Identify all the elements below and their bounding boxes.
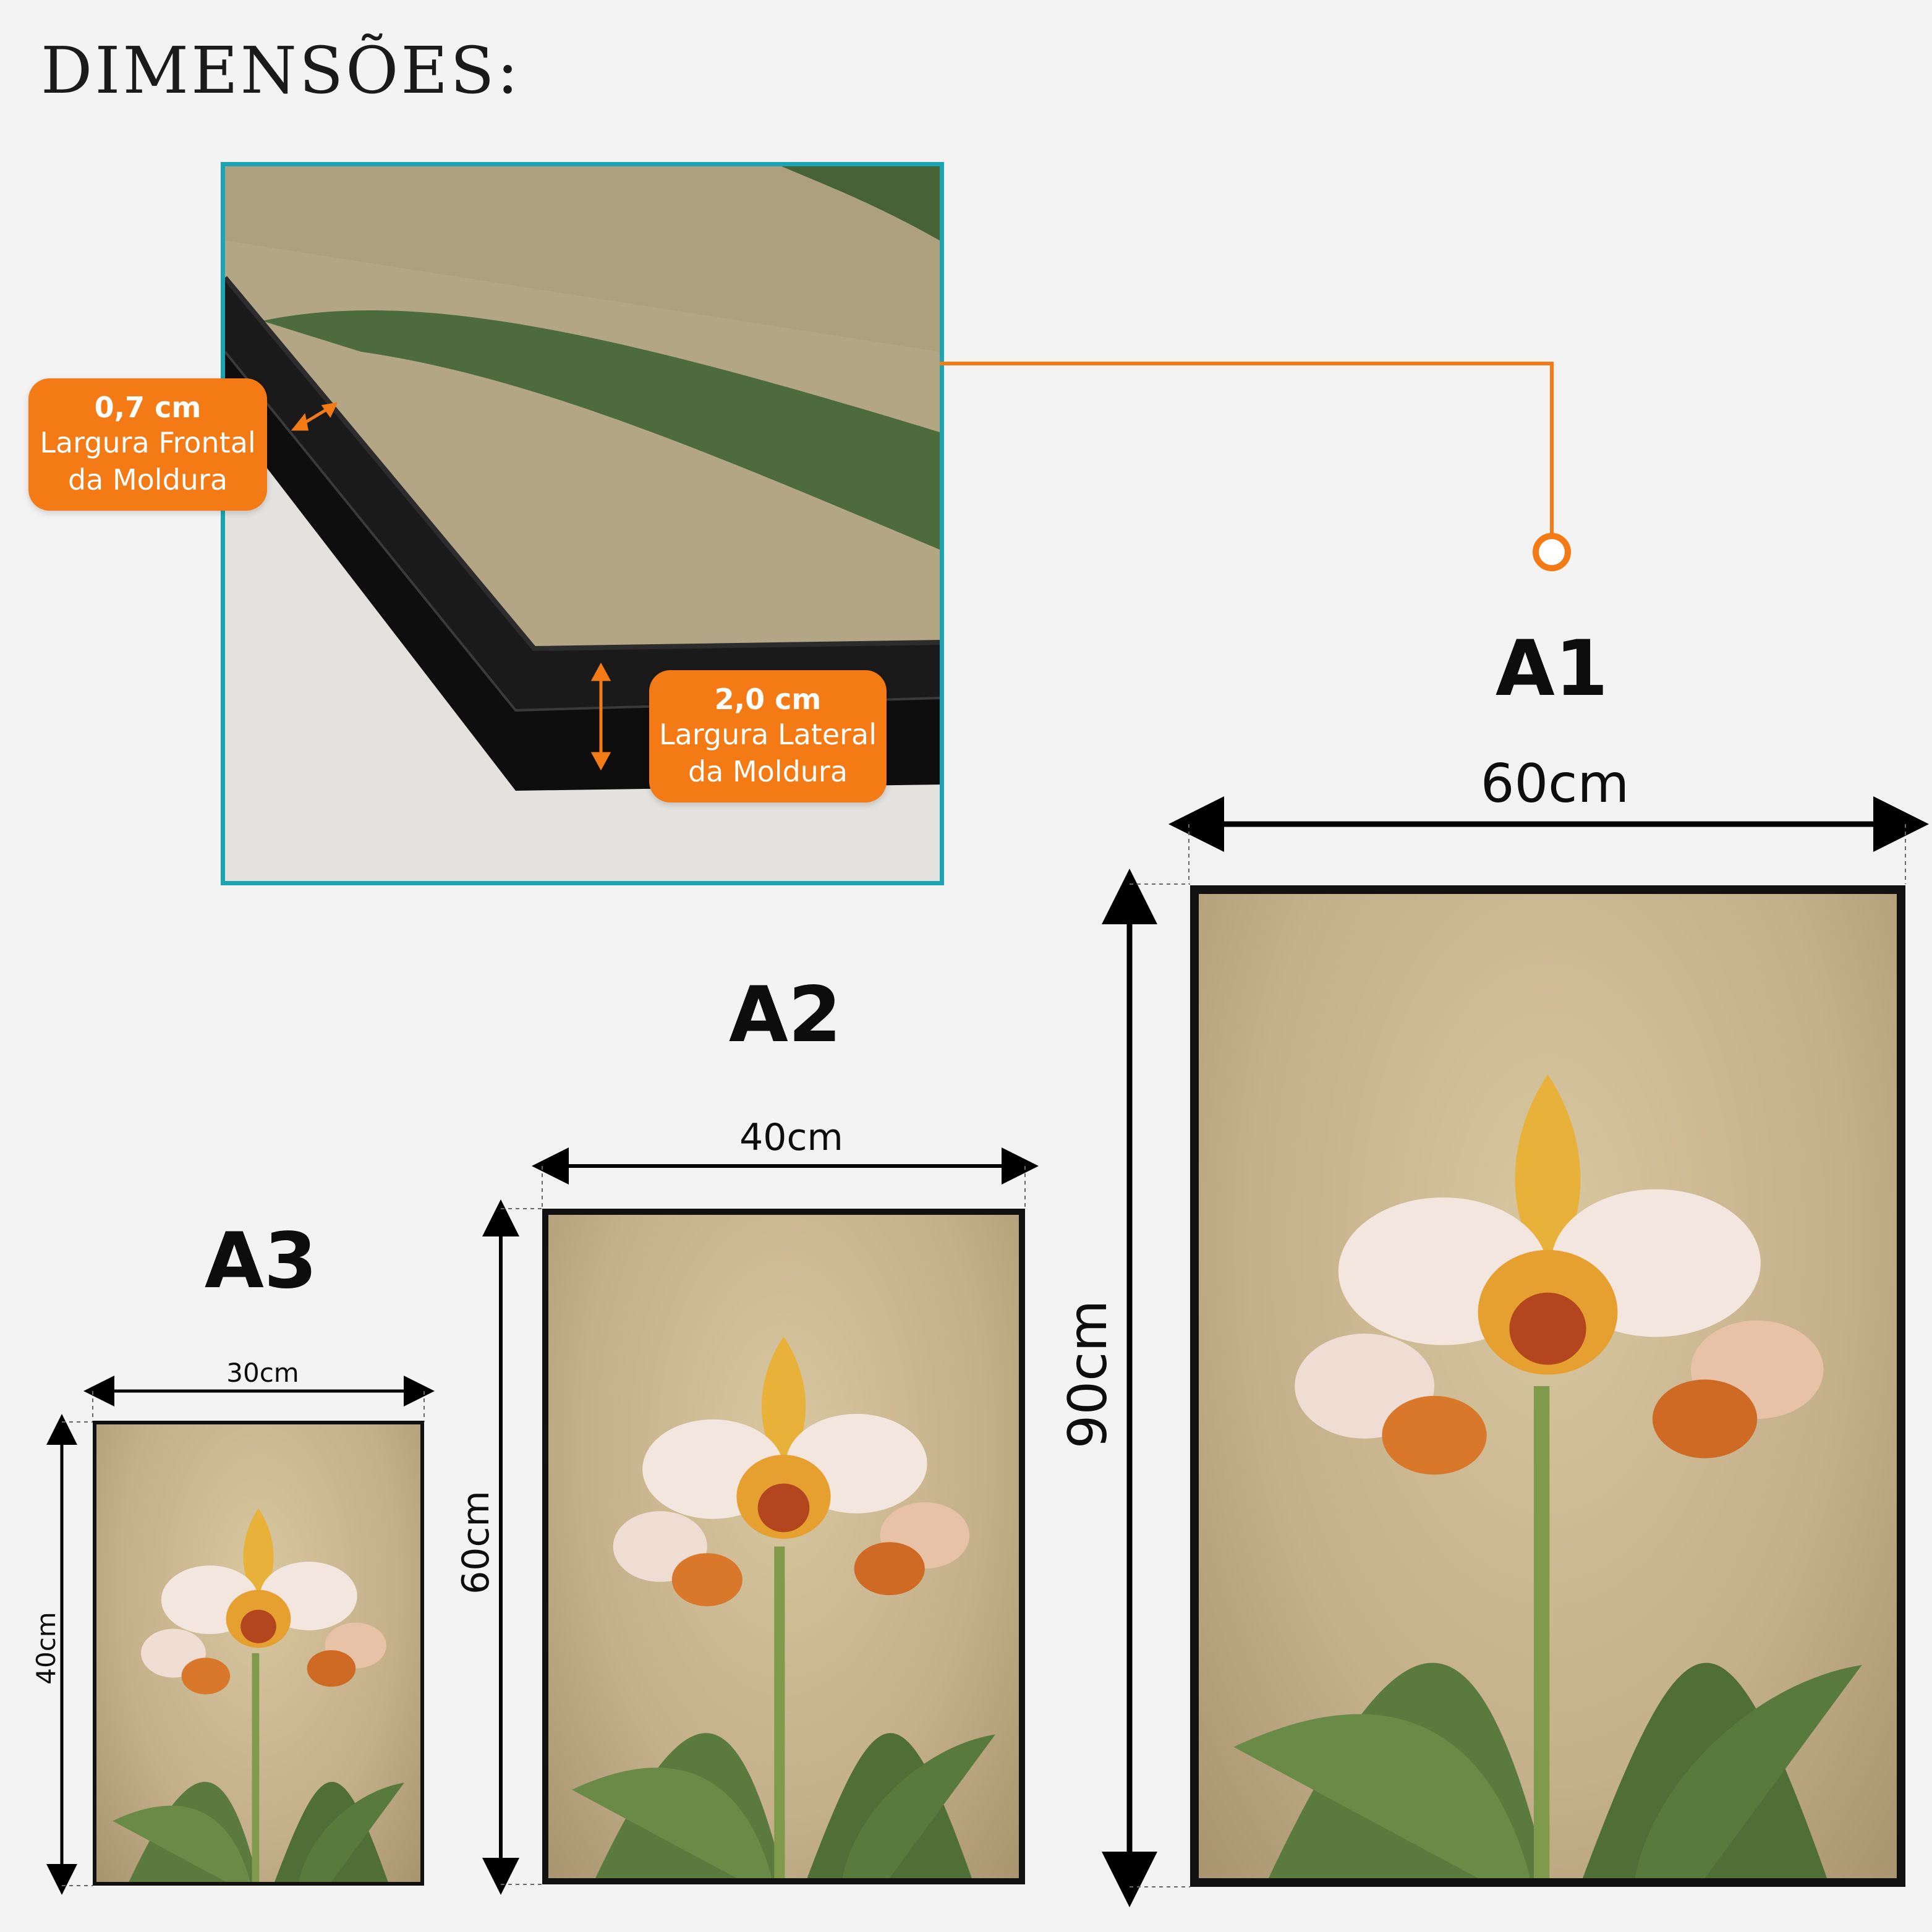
a1-height-label: 90cm (1057, 1300, 1119, 1449)
a2-height-label: 60cm (454, 1491, 498, 1594)
a1-orchid-artwork (1199, 894, 1897, 1878)
front-width-value: 0,7 cm (94, 390, 202, 424)
side-width-value: 2,0 cm (714, 682, 822, 716)
a3-orchid-artwork (96, 1424, 420, 1882)
front-width-label-1: Largura Frontal (40, 425, 256, 459)
orchid-illustration (1233, 1074, 1862, 1878)
a2-orchid-artwork (548, 1215, 1019, 1878)
front-width-arrow (291, 402, 338, 431)
a1-width-label: 60cm (1480, 753, 1630, 815)
a3-label: A3 (204, 1217, 318, 1306)
orchid-illustration (572, 1336, 995, 1878)
a3-poster-frame (93, 1421, 424, 1886)
a2-width-label: 40cm (739, 1116, 843, 1159)
orchid-illustration (113, 1508, 404, 1882)
side-width-label-1: Largura Lateral (658, 717, 877, 751)
a1-poster-frame (1190, 885, 1905, 1887)
a1-label: A1 (1495, 624, 1609, 713)
a3-width-label: 30cm (226, 1358, 299, 1388)
a2-poster-frame (542, 1209, 1025, 1884)
front-width-label-2: da Moldura (67, 462, 228, 496)
page-title: DIMENSÕES: (41, 33, 521, 108)
side-width-label-2: da Moldura (687, 754, 848, 788)
connector-dot-icon (1533, 533, 1571, 571)
side-width-arrow (590, 662, 611, 771)
side-width-callout: 2,0 cm Largura Lateral da Moldura (649, 670, 887, 802)
front-width-callout: 0,7 cm Largura Frontal da Moldura (28, 378, 267, 511)
a3-height-label: 40cm (31, 1612, 61, 1685)
a2-label: A2 (728, 971, 842, 1060)
